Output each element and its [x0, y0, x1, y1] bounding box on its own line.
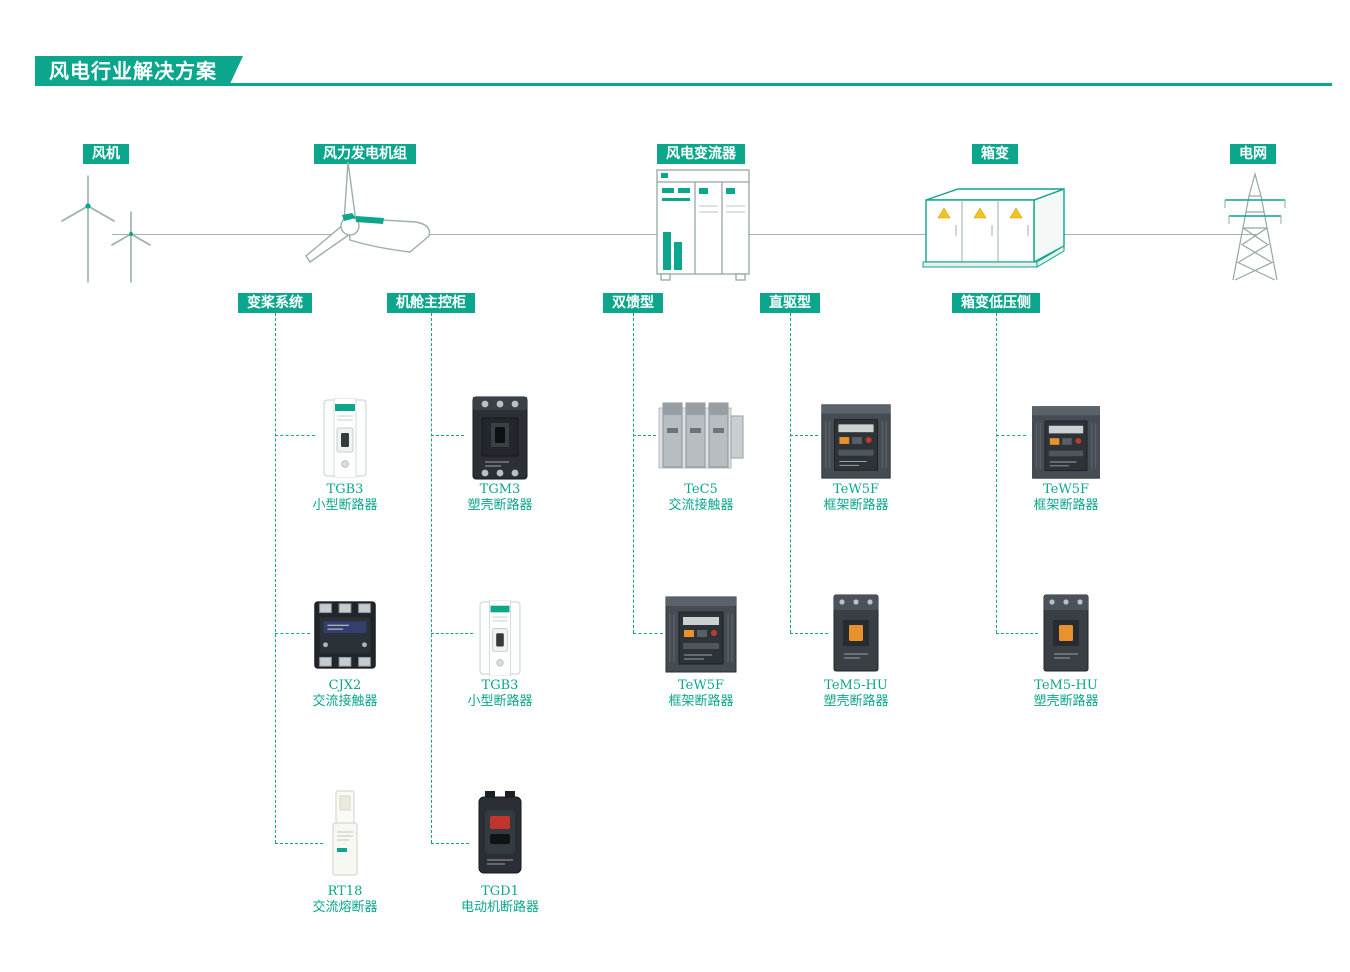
product-model: TGB3	[326, 482, 364, 497]
transmission-tower-icon	[1224, 171, 1286, 281]
stub	[431, 633, 473, 634]
wind-turbines-icon	[61, 175, 151, 283]
product-tew5f-direct-drive	[817, 398, 895, 486]
product-model: TGM3	[479, 482, 521, 497]
stub	[996, 435, 1026, 436]
stub	[790, 435, 818, 436]
branch-line-nacelle-main-cabinet	[431, 313, 432, 843]
product-label: TGD1 电动机断路器	[461, 884, 539, 917]
converter-cabinet-icon	[656, 169, 750, 281]
mini-circuit-breaker-icon	[479, 599, 521, 677]
fuse-holder-icon	[332, 790, 358, 876]
product-tem5hu-direct-drive	[828, 592, 884, 678]
product-label: TeC5 交流接触器	[668, 482, 733, 515]
page-title: 风电行业解决方案	[35, 56, 243, 86]
branch-line-doubly-fed	[633, 313, 634, 633]
air-circuit-breaker-icon	[1032, 406, 1100, 479]
stub	[790, 633, 828, 634]
product-model: TeC5	[684, 482, 718, 497]
product-label: TeM5-HU 塑壳断路器	[823, 678, 888, 711]
product-tew5f-doubly-fed	[662, 590, 740, 680]
product-label: RT18 交流熔断器	[312, 884, 377, 917]
product-label: TGB3 小型断路器	[312, 482, 377, 515]
product-tgb3-pitch	[317, 397, 373, 482]
flow-tag-power-grid: 电网	[1230, 144, 1276, 164]
product-desc: 电动机断路器	[460, 900, 540, 916]
product-desc: 塑壳断路器	[823, 694, 889, 710]
product-desc: 框架断路器	[1033, 498, 1099, 514]
product-model: TGD1	[481, 884, 519, 899]
branch-line-pitch-system	[275, 313, 276, 843]
branch-tag-nacelle-main-cabinet: 机舱主控柜	[387, 293, 475, 313]
product-cjx2	[307, 596, 383, 678]
product-tgm3	[465, 394, 535, 486]
nacelle-icon	[305, 161, 431, 263]
stub	[275, 843, 323, 844]
air-circuit-breaker-icon	[821, 404, 891, 479]
product-model: RT18	[327, 884, 363, 899]
product-model: TeM5-HU	[824, 678, 888, 693]
mini-circuit-breaker-icon	[323, 397, 367, 479]
motor-breaker-icon	[478, 791, 522, 874]
product-tec5	[655, 396, 747, 482]
flow-tag-wind-turbine: 风机	[83, 144, 129, 164]
product-tem5hu-lv-side	[1038, 592, 1094, 678]
product-label: TGM3 塑壳断路器	[467, 482, 532, 515]
molded-case-breaker-icon	[472, 396, 528, 480]
stub	[996, 633, 1038, 634]
molded-case-breaker-orange-icon	[1043, 594, 1089, 672]
product-label: TeW5F 框架断路器	[668, 678, 733, 711]
product-desc: 交流熔断器	[312, 900, 378, 916]
branch-tag-doubly-fed: 双馈型	[603, 293, 663, 313]
stub	[431, 843, 469, 844]
stub	[431, 435, 464, 436]
product-label: TeM5-HU 塑壳断路器	[1033, 678, 1098, 711]
product-desc: 框架断路器	[668, 694, 734, 710]
product-desc: 小型断路器	[467, 694, 533, 710]
branch-line-lv-side	[996, 313, 997, 633]
product-model: TeW5F	[677, 678, 725, 693]
flow-tag-converter: 风电变流器	[657, 144, 745, 164]
product-label: TGB3 小型断路器	[467, 678, 532, 711]
contactor-bank-icon	[658, 402, 744, 469]
ac-contactor-icon	[314, 601, 376, 669]
title-underline	[35, 83, 1332, 86]
product-label: CJX2 交流接触器	[312, 678, 377, 711]
stub	[275, 633, 310, 634]
product-model: TeM5-HU	[1034, 678, 1098, 693]
branch-tag-pitch-system: 变桨系统	[238, 293, 312, 313]
product-tgb3-nacelle	[473, 599, 527, 680]
molded-case-breaker-orange-icon	[833, 594, 879, 672]
box-transformer-icon	[922, 187, 1065, 268]
air-circuit-breaker-icon	[665, 596, 737, 673]
stub	[275, 435, 315, 436]
flow-tag-box-transformer: 箱变	[972, 144, 1018, 164]
flow-tag-generator-set: 风力发电机组	[314, 144, 416, 164]
product-model: CJX2	[328, 678, 362, 693]
product-tew5f-lv-side	[1027, 400, 1105, 486]
product-desc: 小型断路器	[312, 498, 378, 514]
product-rt18	[324, 788, 366, 884]
product-desc: 交流接触器	[668, 498, 734, 514]
product-label: TeW5F 框架断路器	[1033, 482, 1098, 515]
product-tgd1	[471, 790, 529, 882]
product-model: TGB3	[481, 678, 519, 693]
branch-tag-direct-drive: 直驱型	[760, 293, 820, 313]
branch-tag-lv-side: 箱变低压侧	[952, 293, 1040, 313]
stub	[633, 633, 663, 634]
branch-line-direct-drive	[790, 313, 791, 633]
product-desc: 塑壳断路器	[467, 498, 533, 514]
product-model: TeW5F	[832, 482, 880, 497]
product-desc: 交流接触器	[312, 694, 378, 710]
product-label: TeW5F 框架断路器	[823, 482, 888, 515]
product-desc: 塑壳断路器	[1033, 694, 1099, 710]
product-desc: 框架断路器	[823, 498, 889, 514]
product-model: TeW5F	[1042, 482, 1090, 497]
stub	[633, 435, 656, 436]
